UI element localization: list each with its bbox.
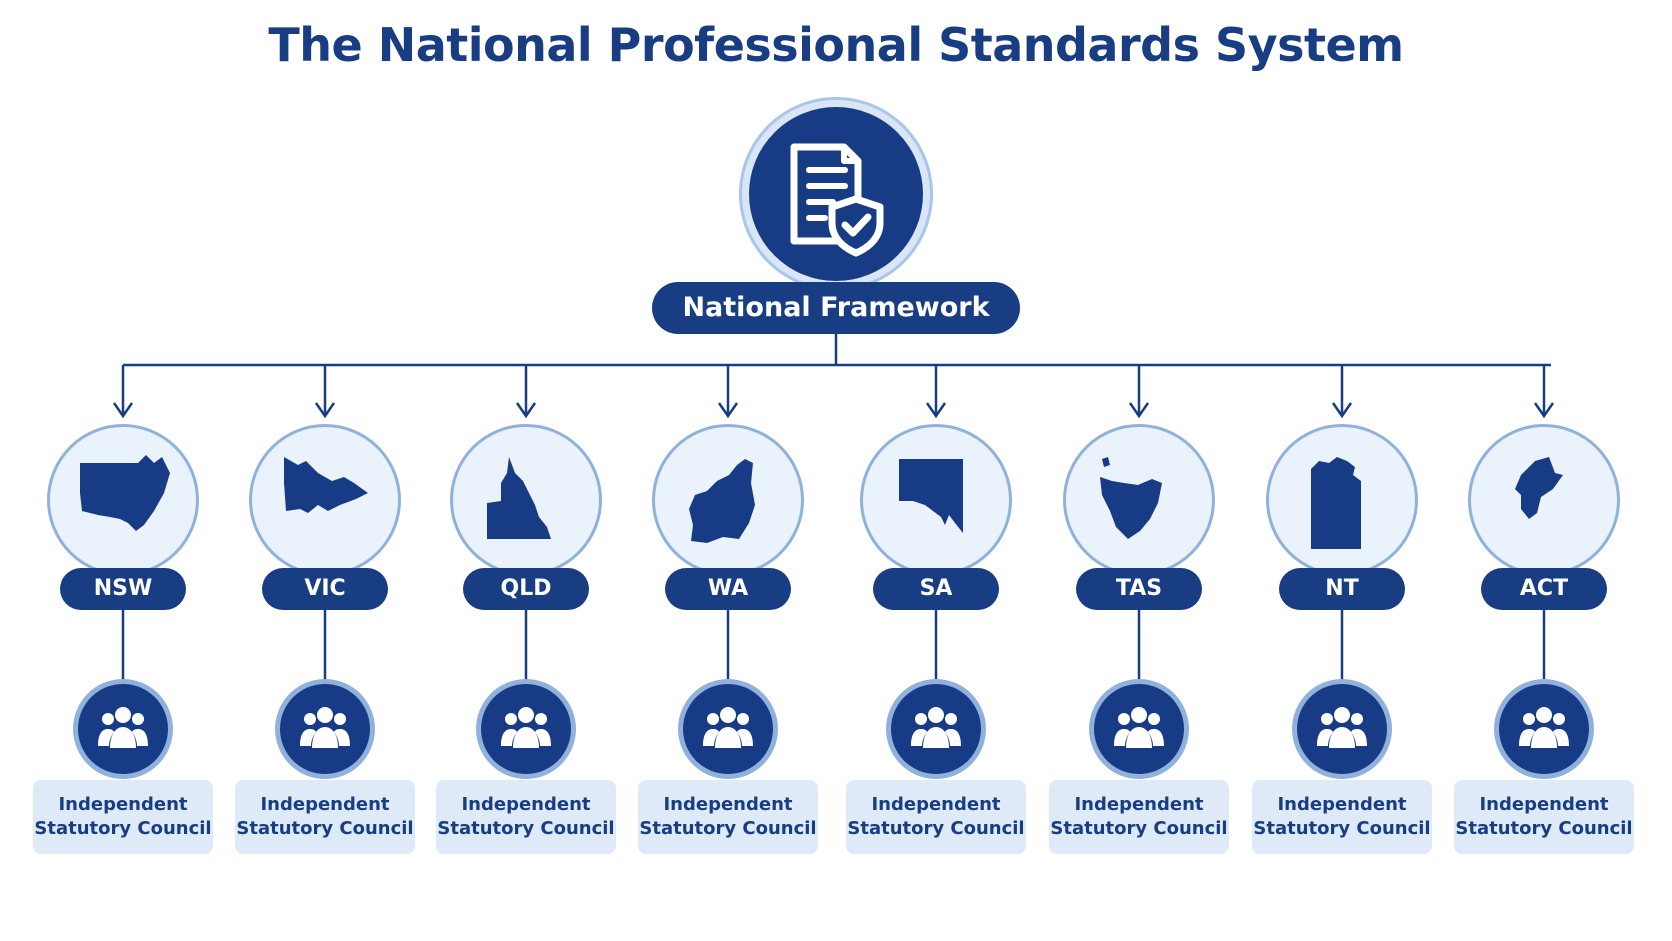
group-people-icon — [891, 684, 981, 774]
state-label-act: ACT — [1481, 568, 1607, 610]
council-label-box: Independent Statutory Council — [846, 780, 1026, 854]
council-label-line2: Statutory Council — [847, 818, 1025, 839]
state-label-qld: QLD — [463, 568, 589, 610]
council-label-line2: Statutory Council — [1253, 818, 1431, 839]
council-label-line2: Statutory Council — [34, 818, 212, 839]
page-title: The National Professional Standards Syst… — [268, 18, 1404, 72]
wa-map-icon — [689, 459, 755, 543]
group-people-icon — [1094, 684, 1184, 774]
council-label-line1: Independent — [58, 794, 188, 815]
nt-map-icon — [1311, 457, 1361, 549]
state-column-act: ACT Independent Statutory Council — [1446, 0, 1646, 941]
act-map-icon — [1515, 457, 1563, 519]
council-label-line1: Independent — [260, 794, 390, 815]
council-label-line2: Statutory Council — [1050, 818, 1228, 839]
state-label-nsw: NSW — [60, 568, 186, 610]
state-map-circle-sa — [860, 424, 1012, 576]
council-label-line2: Statutory Council — [437, 818, 615, 839]
state-column-nt: NT Independent Statutory Council — [1244, 0, 1444, 941]
council-label-line1: Independent — [1074, 794, 1204, 815]
council-label-line2: Statutory Council — [236, 818, 414, 839]
connector-arrow-act — [1533, 402, 1555, 419]
state-map-circle-wa — [652, 424, 804, 576]
group-people-icon — [78, 684, 168, 774]
connector-arrow-nt — [1331, 402, 1353, 419]
council-label-line2: Statutory Council — [1455, 818, 1633, 839]
state-map-circle-nsw — [47, 424, 199, 576]
council-label-line1: Independent — [1277, 794, 1407, 815]
group-people-icon — [1297, 684, 1387, 774]
national-framework-label: National Framework — [652, 282, 1020, 334]
group-people-icon — [280, 684, 370, 774]
council-label-line1: Independent — [663, 794, 793, 815]
sa-map-icon — [899, 459, 963, 533]
connector-arrow-nsw — [112, 402, 134, 419]
state-column-wa: WA Independent Statutory Council — [630, 0, 830, 941]
council-label-box: Independent Statutory Council — [1252, 780, 1432, 854]
state-column-sa: SA Independent Statutory Council — [838, 0, 1038, 941]
council-label-box: Independent Statutory Council — [436, 780, 616, 854]
council-label-line2: Statutory Council — [639, 818, 817, 839]
connector-arrow-tas — [1128, 402, 1150, 419]
group-people-icon — [683, 684, 773, 774]
state-label-sa: SA — [873, 568, 999, 610]
state-label-tas: TAS — [1076, 568, 1202, 610]
state-label-wa: WA — [665, 568, 791, 610]
council-label-line1: Independent — [1479, 794, 1609, 815]
document-shield-check-icon — [749, 107, 923, 281]
state-label-vic: VIC — [262, 568, 388, 610]
connector-arrow-sa — [925, 402, 947, 419]
connector-arrow-qld — [515, 402, 537, 419]
council-label-box: Independent Statutory Council — [638, 780, 818, 854]
council-label-box: Independent Statutory Council — [1454, 780, 1634, 854]
council-label-box: Independent Statutory Council — [1049, 780, 1229, 854]
tas-map-icon — [1100, 457, 1162, 539]
state-map-circle-vic — [249, 424, 401, 576]
vic-map-icon — [284, 457, 368, 513]
group-people-icon — [1499, 684, 1589, 774]
connector-arrow-vic — [314, 402, 336, 419]
council-label-box: Independent Statutory Council — [33, 780, 213, 854]
qld-map-icon — [487, 457, 551, 539]
state-column-nsw: NSW Independent Statutory Council — [25, 0, 225, 941]
state-map-circle-act — [1468, 424, 1620, 576]
state-map-circle-tas — [1063, 424, 1215, 576]
group-people-icon — [481, 684, 571, 774]
state-column-qld: QLD Independent Statutory Council — [428, 0, 628, 941]
council-label-line1: Independent — [461, 794, 591, 815]
nsw-map-icon — [80, 455, 170, 531]
council-label-box: Independent Statutory Council — [235, 780, 415, 854]
state-map-circle-qld — [450, 424, 602, 576]
state-column-tas: TAS Independent Statutory Council — [1041, 0, 1241, 941]
state-column-vic: VIC Independent Statutory Council — [227, 0, 427, 941]
state-map-circle-nt — [1266, 424, 1418, 576]
council-label-line1: Independent — [871, 794, 1001, 815]
connector-arrow-wa — [717, 402, 739, 419]
state-label-nt: NT — [1279, 568, 1405, 610]
